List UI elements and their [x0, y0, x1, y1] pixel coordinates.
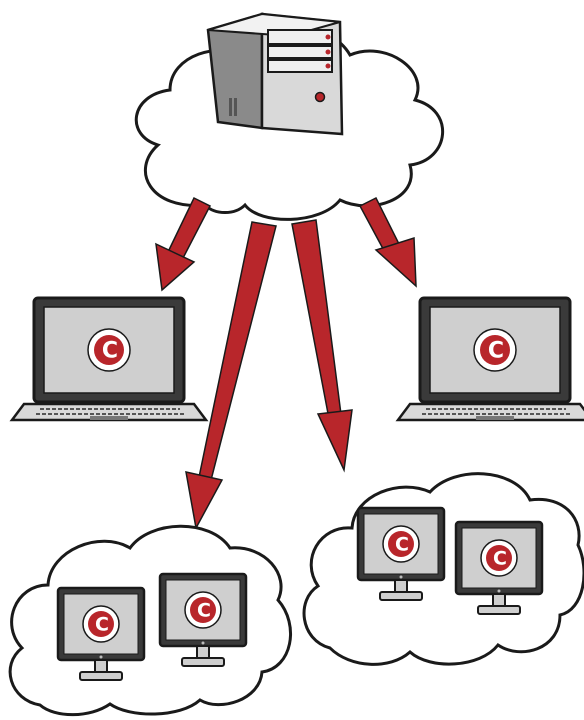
server-cloud — [134, 12, 444, 221]
logo-letter: C — [197, 600, 211, 622]
laptop-left: C — [10, 296, 208, 422]
logo-icon: C — [87, 328, 131, 372]
server-icon — [206, 12, 344, 136]
monitor-cloud-left: C C — [8, 524, 292, 717]
arrow-to-laptop-left — [155, 196, 212, 292]
monitor-icon: C — [56, 586, 146, 682]
logo-icon: C — [480, 539, 518, 577]
logo-icon: C — [184, 591, 222, 629]
monitor-icon: C — [158, 572, 248, 668]
logo-icon: C — [82, 605, 120, 643]
arrow-to-monitor-cloud-right — [291, 219, 353, 473]
logo-icon: C — [473, 328, 517, 372]
logo-letter: C — [95, 614, 109, 636]
logo-letter: C — [395, 534, 409, 556]
monitor-icon: C — [356, 506, 446, 602]
logo-letter: C — [102, 339, 118, 364]
arrow-to-monitor-cloud-left — [185, 221, 277, 531]
monitor-cloud-right: C C — [302, 472, 584, 666]
logo-letter: C — [493, 548, 507, 570]
arrow-to-laptop-right — [358, 196, 417, 288]
logo-letter: C — [488, 339, 504, 364]
laptop-right: C — [396, 296, 584, 422]
monitor-icon: C — [454, 520, 544, 616]
cloud-left-shape — [8, 524, 292, 717]
logo-icon: C — [382, 525, 420, 563]
